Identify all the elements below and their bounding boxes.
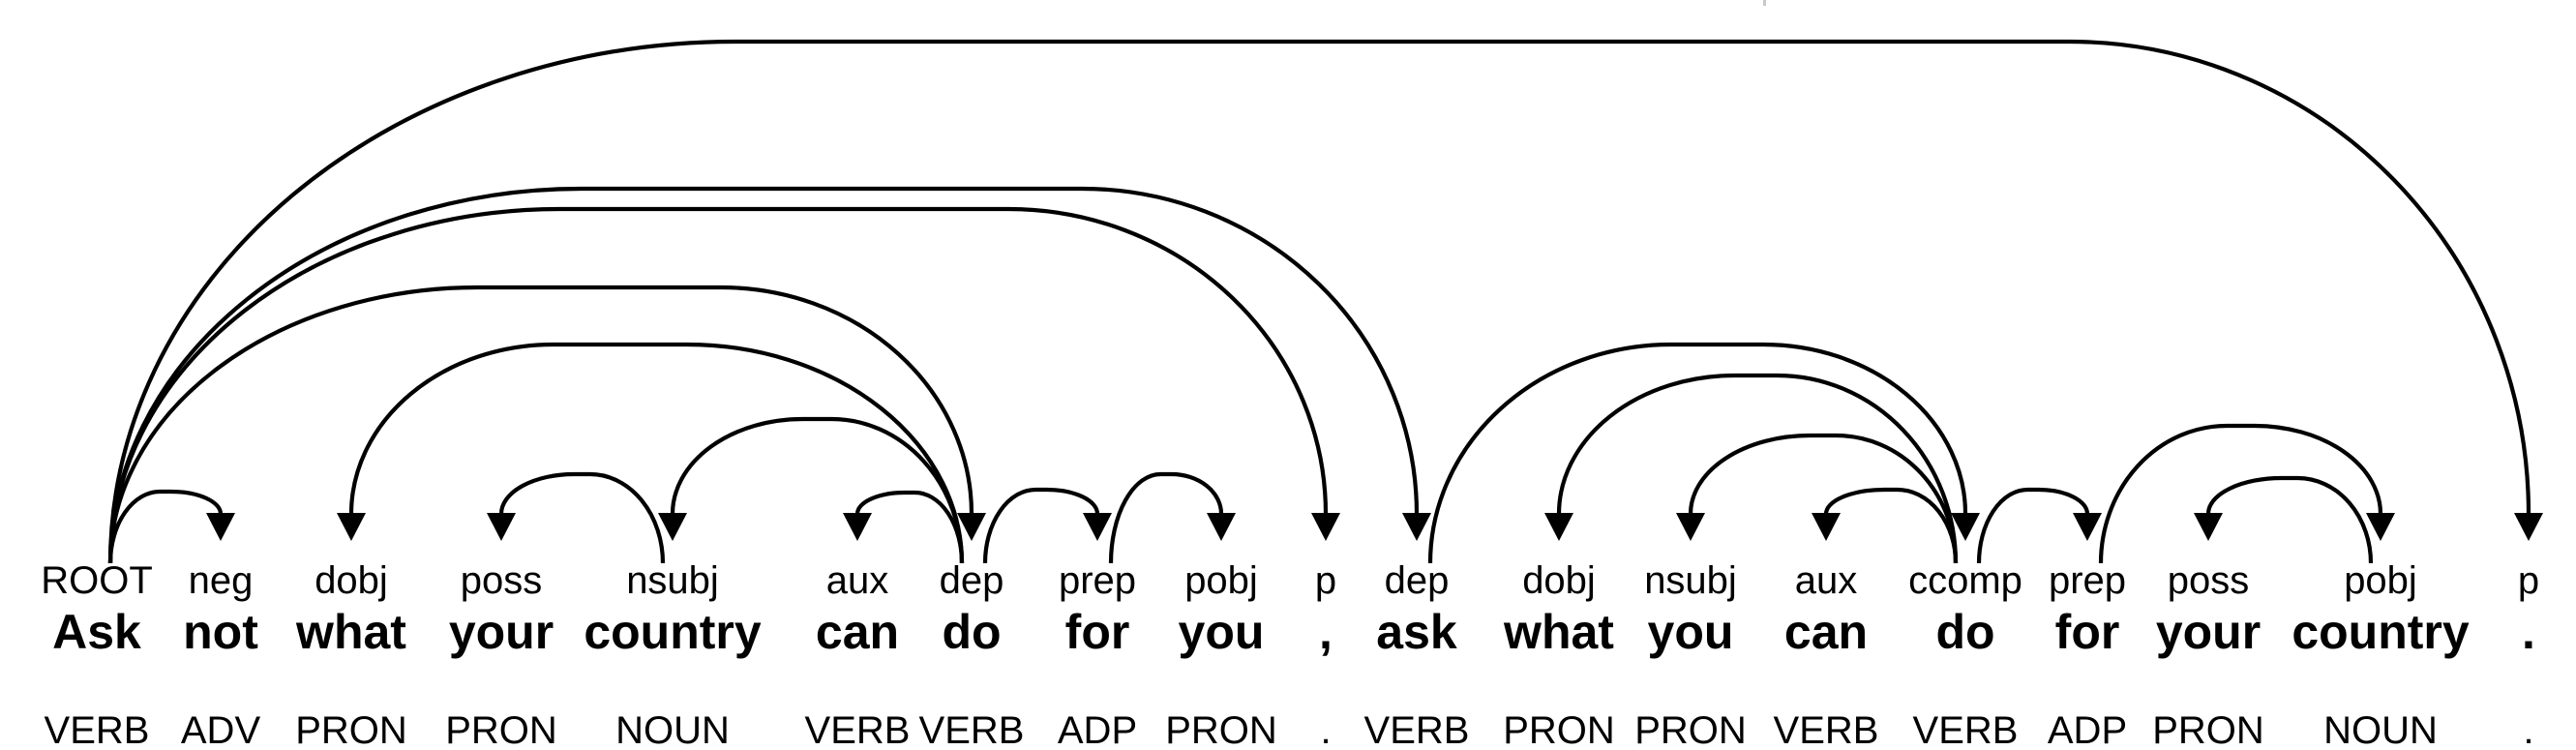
arrow-head-icon — [1544, 513, 1573, 541]
arrow-head-icon — [2366, 513, 2395, 541]
arrow-head-icon — [1676, 513, 1705, 541]
token-pos-tag: PRON — [2152, 709, 2264, 750]
token-dep-label: p — [1315, 559, 1336, 602]
token-pos-tag: ADV — [181, 709, 261, 750]
token-dep-label: aux — [826, 559, 889, 602]
token-pos-tag: PRON — [1165, 709, 1277, 750]
token-word: you — [1179, 605, 1265, 659]
token-word: country — [584, 605, 762, 659]
token-pos-tag: PRON — [445, 709, 557, 750]
dependency-arc-aux-6-5 — [854, 490, 965, 564]
token-word: do — [942, 605, 1001, 659]
dependency-arc-dobj-14-11 — [1556, 373, 1959, 564]
token-pos-tag: PRON — [1503, 709, 1615, 750]
arrow-head-icon — [2073, 513, 2102, 541]
arrow-head-icon — [1951, 513, 1980, 541]
token-dep-label: prep — [2049, 559, 2126, 602]
token-word: your — [2156, 605, 2261, 659]
arrow-head-icon — [206, 513, 235, 541]
dependency-arc-prep-6-7 — [982, 487, 1100, 564]
dependency-arc-prep-14-15 — [1976, 487, 2090, 564]
token-dep-label: dep — [940, 559, 1004, 602]
token-pos-tag: NOUN — [615, 709, 730, 750]
token-dep-label: neg — [189, 559, 254, 602]
token-word: . — [2522, 605, 2535, 659]
token-dep-label: ccomp — [1908, 559, 2022, 602]
token-word: , — [1319, 605, 1333, 659]
token-word: can — [1784, 605, 1868, 659]
token-pos-tag: PRON — [295, 709, 407, 750]
token-word: for — [1065, 605, 1130, 659]
arrow-head-icon — [957, 513, 986, 541]
token-pos-tag: VERB — [45, 709, 150, 750]
arrow-head-icon — [337, 513, 366, 541]
token-word: do — [1935, 605, 1994, 659]
arrow-head-icon — [2514, 513, 2543, 541]
token-word: for — [2055, 605, 2120, 659]
token-pos-tag: ADP — [1058, 709, 1137, 750]
arrow-head-icon — [843, 513, 872, 541]
dependency-arc-dobj-6-2 — [348, 342, 965, 564]
token-pos-tag: VERB — [1364, 709, 1470, 750]
stray-mark — [1763, 0, 1766, 6]
dependency-arc-pobj-7-8 — [1108, 471, 1224, 564]
token-pos-tag: PRON — [1634, 709, 1747, 750]
token-dep-label: pobj — [2344, 559, 2417, 602]
token-word: what — [1503, 605, 1614, 659]
token-word: your — [449, 605, 554, 659]
dependency-arc-nsubj-14-12 — [1688, 433, 1959, 564]
token-dep-label: p — [2518, 559, 2539, 602]
token-pos-tag: VERB — [1913, 709, 2019, 750]
token-word: what — [295, 605, 406, 659]
token-dep-label: dobj — [1522, 559, 1596, 602]
token-word: Ask — [52, 605, 141, 659]
dependency-arc-dep-0-6 — [107, 285, 974, 564]
token-dep-label: poss — [461, 559, 543, 602]
token-dep-label: nsubj — [1644, 559, 1737, 602]
token-dep-label: aux — [1795, 559, 1858, 602]
token-dep-label: pobj — [1184, 559, 1258, 602]
dependency-arc-dep-0-10 — [107, 186, 1420, 564]
token-pos-tag: VERB — [805, 709, 911, 750]
token-dep-label: prep — [1059, 559, 1136, 602]
dependency-arc-p-0-9 — [107, 206, 1329, 564]
dependency-arc-aux-14-13 — [1823, 487, 1959, 564]
arrow-head-icon — [1812, 513, 1841, 541]
arrow-head-icon — [658, 513, 687, 541]
dependency-arc-poss-4-3 — [498, 471, 666, 564]
token-word: ask — [1376, 605, 1457, 659]
token-dep-label: nsubj — [626, 559, 719, 602]
arrow-head-icon — [1207, 513, 1236, 541]
arrow-head-icon — [1083, 513, 1112, 541]
dependency-arc-ccomp-10-14 — [1427, 342, 1968, 564]
dependency-arc-nsubj-6-4 — [670, 416, 965, 564]
token-word: you — [1648, 605, 1734, 659]
token-word: can — [816, 605, 899, 659]
dependency-arc-pobj-15-17 — [2098, 423, 2383, 564]
dependency-arc-p-0-18 — [107, 39, 2531, 564]
token-dep-label: dep — [1385, 559, 1450, 602]
token-dep-label: ROOT — [41, 559, 153, 602]
arrow-head-icon — [1311, 513, 1340, 541]
arrow-head-icon — [1402, 513, 1431, 541]
dependency-arc-poss-17-16 — [2205, 475, 2374, 564]
token-pos-tag: VERB — [919, 709, 1025, 750]
token-dep-label: poss — [2168, 559, 2250, 602]
token-pos-tag: VERB — [1774, 709, 1879, 750]
token-word: country — [2291, 605, 2470, 659]
arrow-head-icon — [487, 513, 516, 541]
token-pos-tag: NOUN — [2323, 709, 2438, 750]
token-pos-tag: ADP — [2048, 709, 2127, 750]
token-word: not — [183, 605, 258, 659]
dependency-arc-neg-0-1 — [107, 489, 224, 564]
token-pos-tag: . — [2523, 709, 2533, 750]
arrow-head-icon — [2194, 513, 2223, 541]
token-pos-tag: . — [1320, 709, 1331, 750]
token-dep-label: dobj — [315, 559, 388, 602]
